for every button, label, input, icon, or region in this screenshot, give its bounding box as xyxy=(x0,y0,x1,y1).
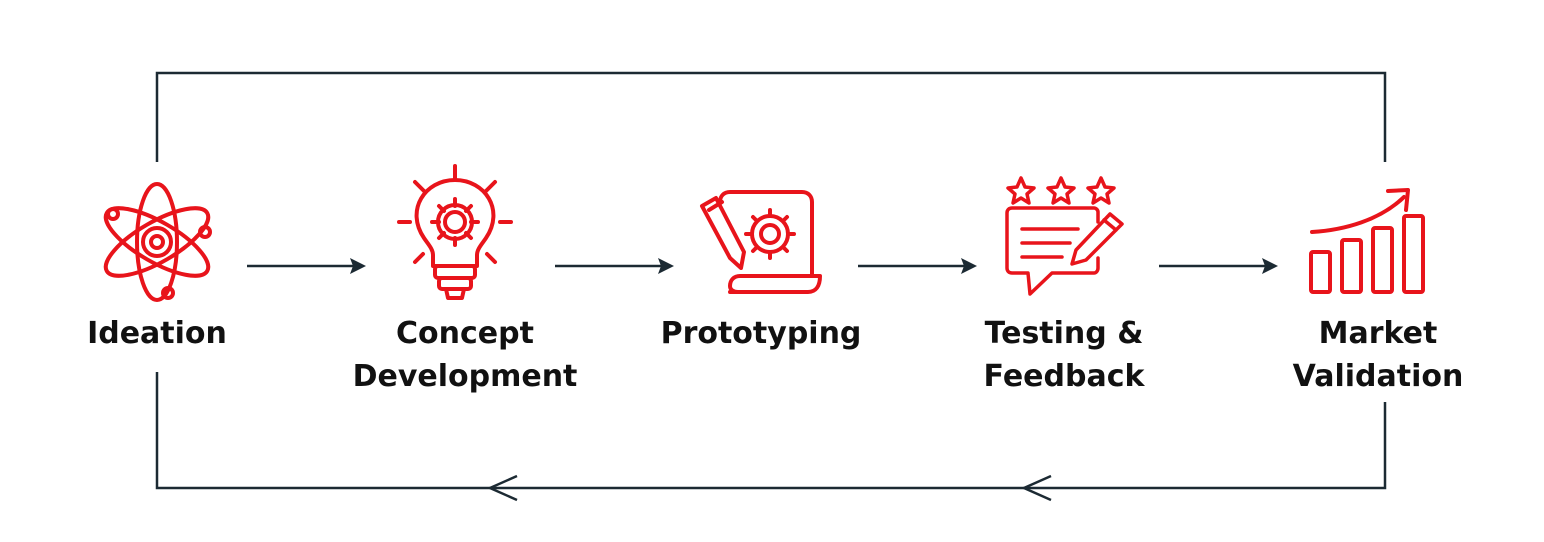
loop-top-line xyxy=(155,71,1387,162)
stage-label-ideation: Ideation xyxy=(87,316,227,351)
loop-bottom-line xyxy=(155,372,1387,490)
star-rating-feedback-icon xyxy=(1005,176,1124,296)
arrow-concept-to-prototyping xyxy=(555,258,674,274)
arrow-prototyping-to-testing xyxy=(858,258,977,274)
arrow-testing-to-market xyxy=(1159,258,1278,274)
stage-label-concept-development: Concept Development xyxy=(352,316,578,394)
return-arrowhead-icon xyxy=(486,474,518,502)
blueprint-pencil-gear-icon xyxy=(700,190,822,294)
atom-icon xyxy=(103,182,212,302)
growth-bar-chart-icon xyxy=(1309,188,1425,294)
forward-arrows xyxy=(247,258,1278,274)
loop-connector xyxy=(155,71,1387,490)
stage-label-testing-feedback: Testing & Feedback xyxy=(983,316,1145,394)
stage-label-market-validation: Market Validation xyxy=(1292,316,1464,394)
arrow-ideation-to-concept xyxy=(247,258,366,274)
lightbulb-gear-icon xyxy=(397,164,513,300)
return-arrowhead-icon xyxy=(1020,474,1052,502)
return-arrowheads xyxy=(486,474,1052,502)
stage-label-prototyping: Prototyping xyxy=(660,316,862,351)
